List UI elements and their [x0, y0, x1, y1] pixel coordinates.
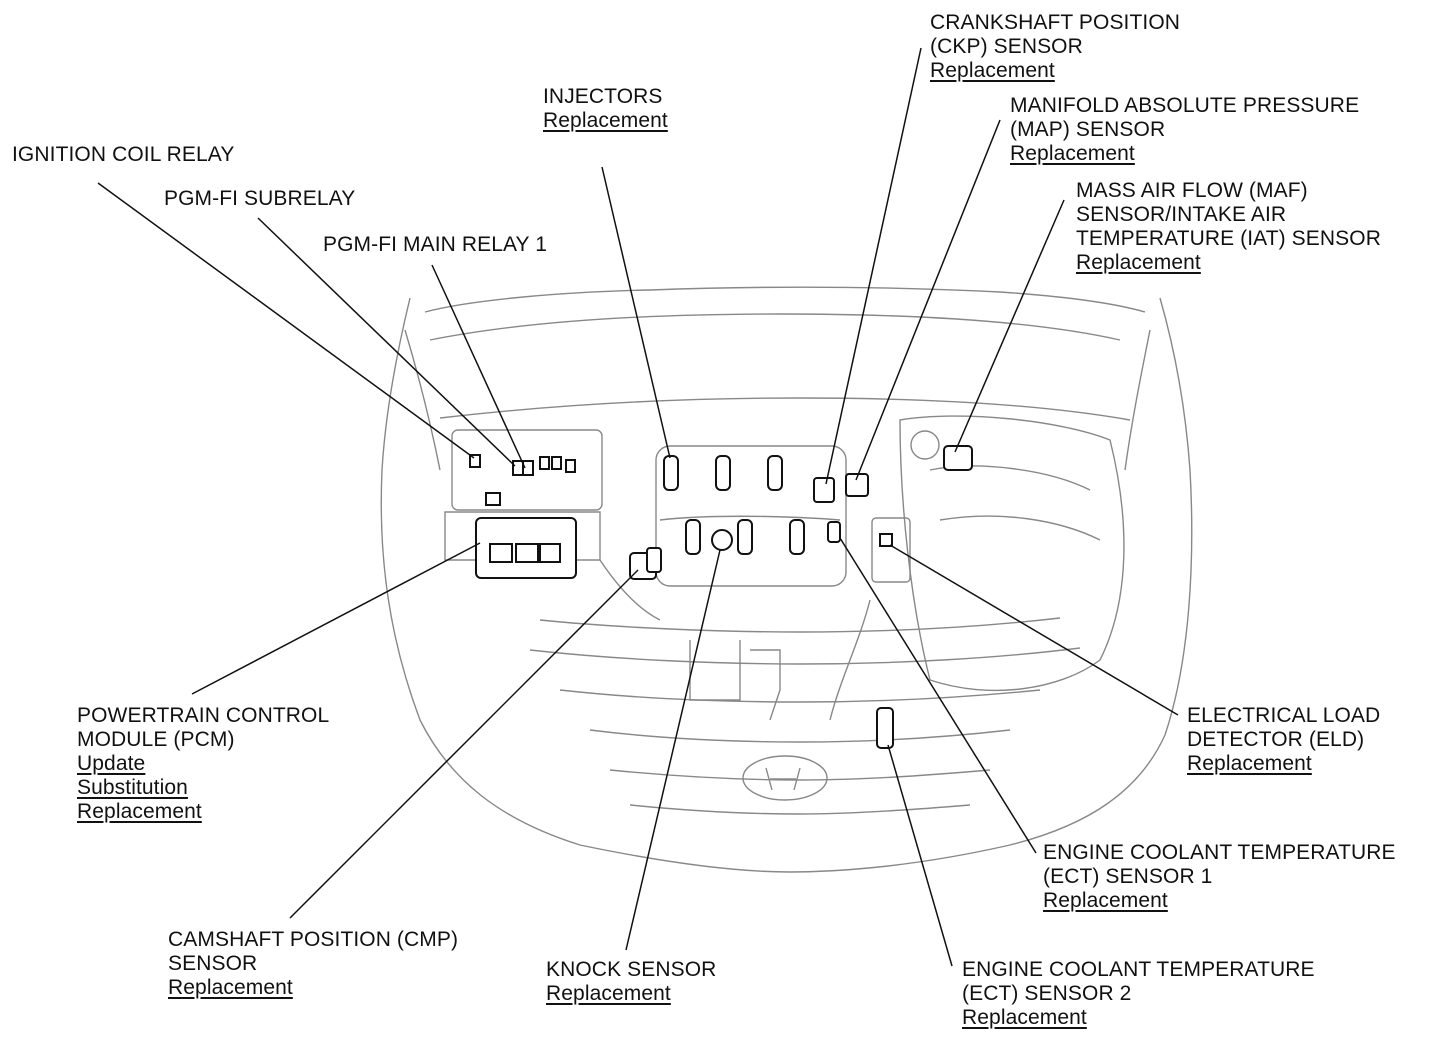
- label-maf-iat-sensor: MASS AIR FLOW (MAF) SENSOR/INTAKE AIR TE…: [1076, 179, 1381, 275]
- label-text: (ECT) SENSOR 2: [962, 982, 1132, 1005]
- label-text: PGM-FI MAIN RELAY 1: [323, 233, 547, 256]
- label-knock-sensor: KNOCK SENSOR Replacement: [546, 958, 716, 1006]
- label-pgm-fi-main-relay: PGM-FI MAIN RELAY 1: [323, 233, 547, 257]
- label-pgm-fi-subrelay: PGM-FI SUBRELAY: [164, 187, 355, 211]
- label-text: (CKP) SENSOR: [930, 35, 1083, 58]
- label-map-sensor: MANIFOLD ABSOLUTE PRESSURE (MAP) SENSOR …: [1010, 94, 1359, 166]
- maf-iat-sensor-icon: [943, 445, 973, 471]
- label-text: CRANKSHAFT POSITION: [930, 11, 1181, 34]
- leader-ckp: [825, 47, 922, 485]
- label-text: KNOCK SENSOR: [546, 958, 717, 981]
- label-text: IGNITION COIL RELAY: [12, 143, 235, 166]
- leader-ect1: [839, 537, 1037, 854]
- leader-cmp: [289, 569, 639, 919]
- leader-pgm-fi-main-relay: [431, 264, 526, 469]
- label-text: INJECTORS: [543, 85, 663, 108]
- pgm-fi-subrelay-icon: [512, 460, 524, 476]
- leader-knock: [625, 549, 721, 951]
- injectors-replacement-link[interactable]: Replacement: [543, 109, 668, 132]
- pcm-replacement-link[interactable]: Replacement: [77, 800, 202, 823]
- label-text: ENGINE COOLANT TEMPERATURE: [962, 958, 1315, 981]
- label-text: SENSOR: [168, 952, 258, 975]
- label-cmp-sensor: CAMSHAFT POSITION (CMP) SENSOR Replaceme…: [168, 928, 458, 1000]
- label-text: ELECTRICAL LOAD: [1187, 704, 1381, 727]
- leader-pcm: [191, 542, 481, 695]
- ignition-coil-relay-icon: [469, 454, 481, 468]
- ect2-replacement-link[interactable]: Replacement: [962, 1006, 1087, 1029]
- label-text: PGM-FI SUBRELAY: [164, 187, 356, 210]
- leader-injectors: [601, 166, 671, 459]
- label-text: CAMSHAFT POSITION (CMP): [168, 928, 459, 951]
- knock-sensor-icon: [711, 529, 733, 551]
- leader-pgm-fi-subrelay: [257, 217, 516, 467]
- label-pcm: POWERTRAIN CONTROL MODULE (PCM) Update S…: [77, 704, 329, 824]
- leader-maf: [954, 199, 1065, 453]
- label-text: (MAP) SENSOR: [1010, 118, 1166, 141]
- ect-sensor-1-icon: [827, 521, 841, 543]
- map-replacement-link[interactable]: Replacement: [1010, 142, 1135, 165]
- label-text: (ECT) SENSOR 1: [1043, 865, 1213, 888]
- label-text: MASS AIR FLOW (MAF): [1076, 179, 1308, 202]
- injectors-icon: [663, 455, 805, 555]
- knock-replacement-link[interactable]: Replacement: [546, 982, 671, 1005]
- label-ckp-sensor: CRANKSHAFT POSITION (CKP) SENSOR Replace…: [930, 11, 1180, 83]
- pgm-fi-main-relay-icon: [522, 460, 534, 476]
- eld-icon: [879, 533, 893, 547]
- pcm-substitution-link[interactable]: Substitution: [77, 776, 188, 799]
- label-text: POWERTRAIN CONTROL: [77, 704, 330, 727]
- label-text: SENSOR/INTAKE AIR: [1076, 203, 1287, 226]
- vehicle-outline: [380, 286, 1193, 873]
- label-eld: ELECTRICAL LOAD DETECTOR (ELD) Replaceme…: [1187, 704, 1380, 776]
- label-ignition-coil-relay: IGNITION COIL RELAY: [12, 143, 234, 167]
- maf-replacement-link[interactable]: Replacement: [1076, 251, 1201, 274]
- ckp-sensor-icon: [813, 477, 835, 503]
- map-sensor-icon: [845, 473, 869, 497]
- leader-map: [855, 119, 1001, 481]
- eld-replacement-link[interactable]: Replacement: [1187, 752, 1312, 775]
- leader-ignition-coil-relay: [97, 182, 475, 459]
- leader-ect2: [887, 744, 953, 967]
- pcm-update-link[interactable]: Update: [77, 752, 146, 775]
- ckp-replacement-link[interactable]: Replacement: [930, 59, 1055, 82]
- leader-lines: [97, 47, 1179, 967]
- label-injectors: INJECTORS Replacement: [543, 85, 668, 133]
- label-text: MODULE (PCM): [77, 728, 235, 751]
- label-text: MANIFOLD ABSOLUTE PRESSURE: [1010, 94, 1360, 117]
- label-ect-sensor-1: ENGINE COOLANT TEMPERATURE (ECT) SENSOR …: [1043, 841, 1396, 913]
- components: [469, 445, 973, 749]
- ect-sensor-2-icon: [876, 707, 894, 749]
- label-ect-sensor-2: ENGINE COOLANT TEMPERATURE (ECT) SENSOR …: [962, 958, 1315, 1030]
- cmp-replacement-link[interactable]: Replacement: [168, 976, 293, 999]
- ect1-replacement-link[interactable]: Replacement: [1043, 889, 1168, 912]
- leader-eld: [889, 544, 1179, 716]
- label-text: DETECTOR (ELD): [1187, 728, 1365, 751]
- label-text: ENGINE COOLANT TEMPERATURE: [1043, 841, 1396, 864]
- label-text: TEMPERATURE (IAT) SENSOR: [1076, 227, 1381, 250]
